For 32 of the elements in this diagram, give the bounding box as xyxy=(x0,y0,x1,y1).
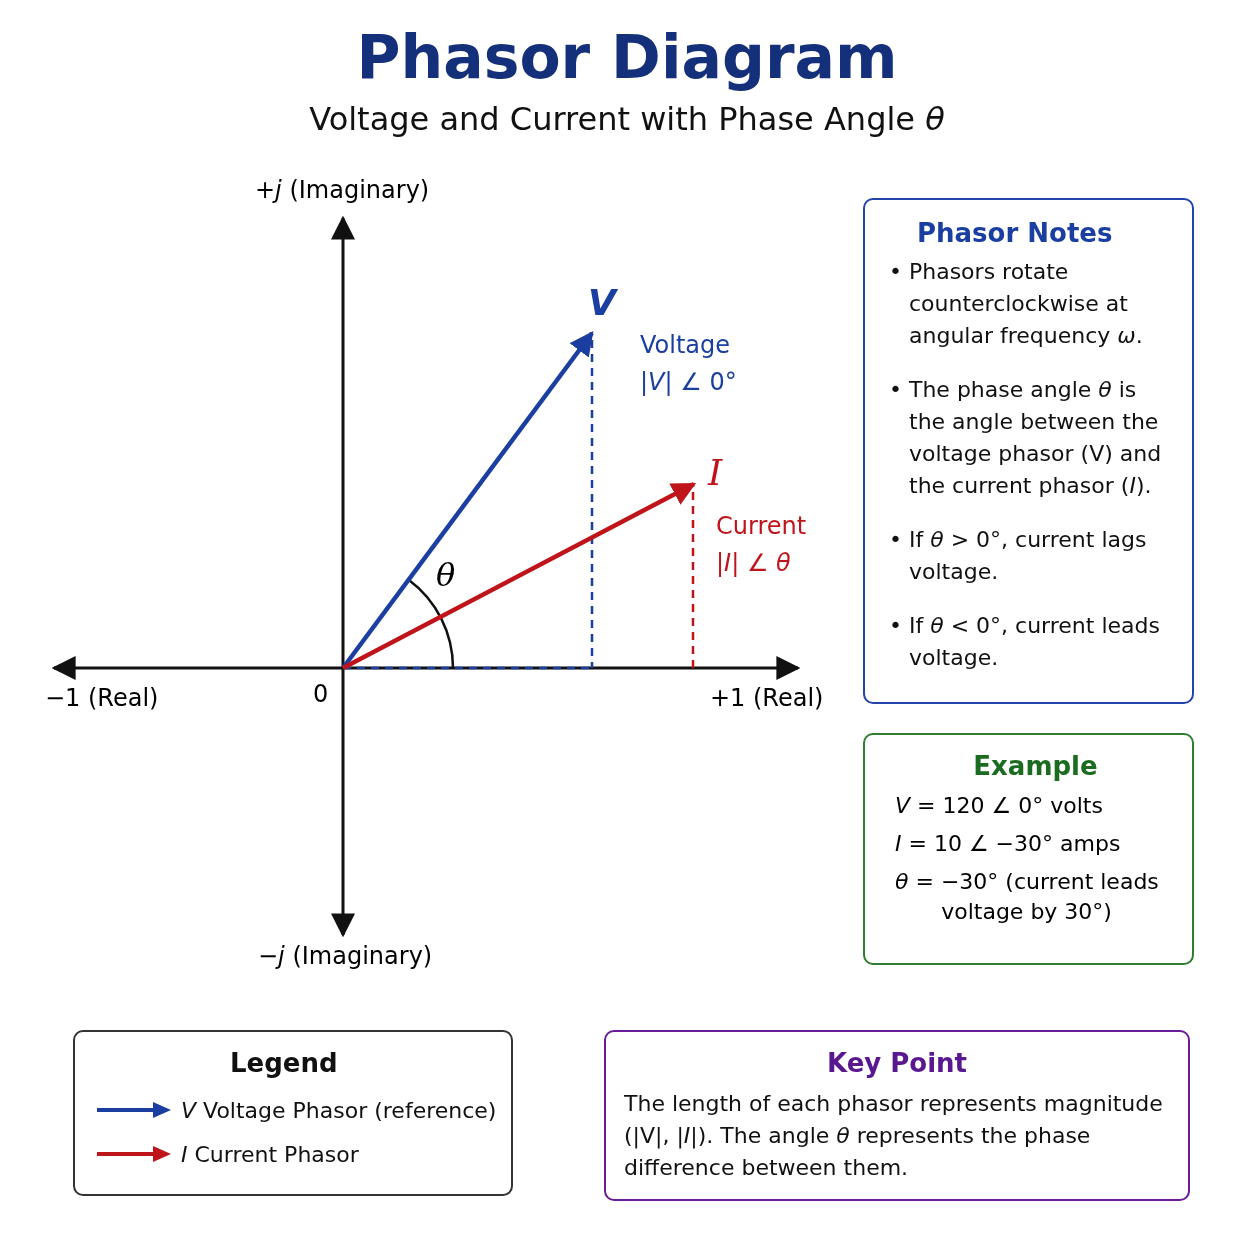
axis-label: −1 (Real) xyxy=(45,684,159,712)
phasor-label: |I| ∠ θ xyxy=(716,549,791,577)
legend-text: I Current Phasor xyxy=(181,1141,359,1167)
axis-label: +1 (Real) xyxy=(710,684,824,712)
example-panel xyxy=(863,733,1194,965)
phasor-label: |V| ∠ 0° xyxy=(640,368,737,396)
axis-label: −j (Imaginary) xyxy=(258,942,433,970)
notes-panel xyxy=(863,198,1194,704)
equation-text: V = 120 ∠ 0° volts xyxy=(895,792,1104,820)
panel-heading: Key Point xyxy=(825,1048,969,1078)
legend-panel xyxy=(73,1030,513,1196)
bullet-text: • Phasors rotate counterclockwise at angular frequency ω. xyxy=(889,258,1144,350)
title: Phasor Diagram xyxy=(355,22,899,92)
phasor-label: I xyxy=(708,452,723,493)
phasor-label: Voltage xyxy=(640,331,731,359)
panel-heading: Legend xyxy=(229,1048,339,1078)
angle-label: θ xyxy=(436,556,456,594)
key-point-panel xyxy=(604,1030,1190,1201)
panel-heading: Example xyxy=(972,751,1099,781)
equation-text: θ = −30° (current leads voltage by 30°) xyxy=(895,868,1160,926)
axis-label: +j (Imaginary) xyxy=(255,176,430,204)
equation-text: I = 10 ∠ −30° amps xyxy=(895,830,1122,858)
bullet-text: • If θ > 0°, current lags voltage. xyxy=(889,526,1148,586)
phasor-label: Current xyxy=(716,512,807,540)
bullet-text: • If θ < 0°, current leads voltage. xyxy=(889,612,1161,672)
subtitle: Voltage and Current with Phase Angle θ xyxy=(308,100,946,138)
origin-label: 0 xyxy=(313,680,329,708)
legend-text: V Voltage Phasor (reference) xyxy=(181,1097,497,1123)
bullet-text: • The phase angle θ is the angle between the voltage phasor (V) and the current phasor (I). xyxy=(889,376,1163,500)
panel-heading: Phasor Notes xyxy=(916,218,1114,248)
phasor-label: V xyxy=(588,282,616,323)
body-text: The length of each phasor represents magnitude (|V|, |I|). The angle θ represents the phase difference between them. xyxy=(624,1090,1164,1182)
